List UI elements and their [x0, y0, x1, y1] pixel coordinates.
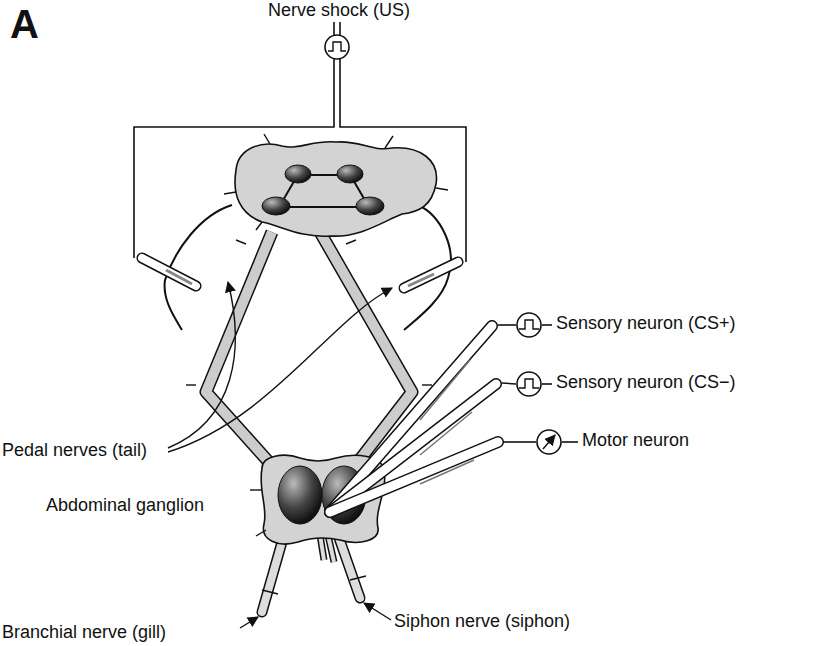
- part-label: Sensory neuron (CS+): [556, 314, 736, 334]
- meter-symbol: [537, 430, 561, 454]
- head-ganglia: [224, 134, 448, 236]
- pulse-symbol: [517, 313, 541, 396]
- peripheral-nerves: [262, 535, 366, 612]
- pedal-connectives: [186, 232, 432, 488]
- stimulus-wires: [134, 22, 466, 262]
- panel-letter: A: [10, 4, 39, 44]
- part-label: Nerve shock (US): [268, 1, 410, 21]
- tail-electrodes: [142, 258, 458, 288]
- intracellular-electrodes: [330, 313, 578, 512]
- leader-arrows: [168, 282, 392, 628]
- part-label: Sensory neuron (CS−): [556, 373, 736, 393]
- stimulator-symbol: [325, 35, 349, 59]
- part-label: Pedal nerves (tail): [2, 441, 147, 461]
- part-label: Motor neuron: [582, 431, 689, 451]
- part-label: Branchial nerve (gill): [2, 623, 166, 643]
- part-label: Siphon nerve (siphon): [394, 612, 570, 632]
- part-label: Abdominal ganglion: [46, 496, 204, 516]
